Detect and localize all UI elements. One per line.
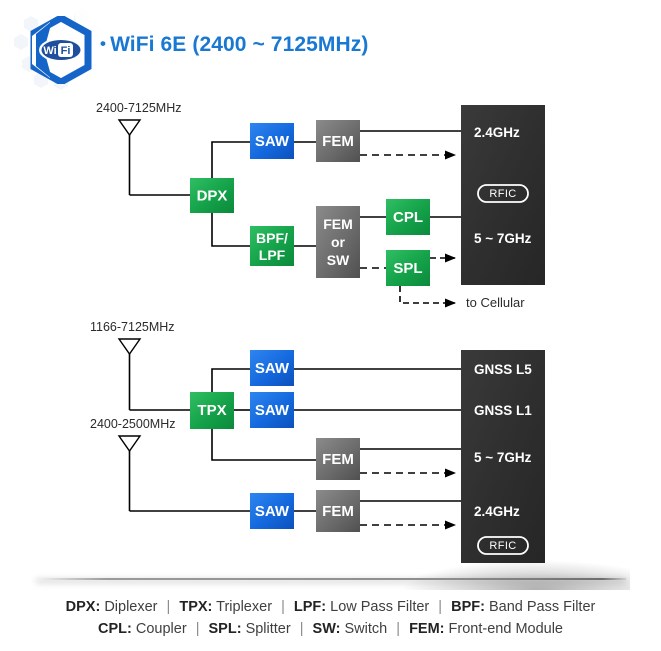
rfic-top-port-0: 2.4GHz — [474, 125, 520, 140]
rfic-top-pill: RFIC — [477, 184, 529, 203]
legend-abbr-bpf: BPF: — [451, 599, 485, 615]
rfic-bottom-pill: RFIC — [477, 536, 529, 555]
legend-term-cpl: Coupler — [135, 621, 187, 638]
legend-row-1: DPX: Diplexer | TPX: Triplexer | LPF: Lo… — [0, 596, 661, 618]
legend-abbr-lpf: LPF: — [293, 599, 327, 615]
block-fem-2-label: FEM — [322, 451, 354, 468]
legend-separator: | — [438, 599, 443, 615]
block-saw-1[interactable]: SAW — [250, 123, 294, 159]
block-spl[interactable]: SPL — [386, 250, 430, 286]
legend-abbr-dpx: DPX: — [65, 599, 101, 615]
wire-dpx-to-bpflpf — [211, 213, 250, 247]
rfic-bottom-port-0: GNSS L5 — [474, 362, 532, 377]
bottom-section: 1166-7125MHz 2400-2500MHz TPX SAW — [90, 320, 545, 563]
to-cellular-label: to Cellular — [466, 295, 525, 310]
rfic-bottom-pill-label: RFIC — [489, 540, 516, 552]
block-bpf-lpf[interactable]: BPF/ LPF — [250, 226, 294, 266]
rfic-bottom-port-3: 2.4GHz — [474, 504, 520, 519]
top-section: 2400-7125MHz DPX SAW FEM — [96, 101, 545, 310]
legend-term-spl: Splitter — [245, 621, 291, 638]
block-dpx-label: DPX — [197, 188, 228, 205]
rfic-top-port-1: 5 ~ 7GHz — [474, 231, 532, 246]
wire-tpx-to-fem2 — [211, 429, 316, 461]
antenna-bottom-icon — [117, 435, 142, 511]
rfic-top-pill-label: RFIC — [489, 188, 516, 200]
legend-term-fem: Front-end Module — [448, 621, 563, 638]
antenna-top-icon — [117, 119, 142, 195]
legend-abbr-spl: SPL: — [208, 621, 242, 638]
block-tpx[interactable]: TPX — [190, 392, 234, 429]
block-fem-or-sw-label-line1: FEM — [323, 216, 353, 232]
block-fem-1-label: FEM — [322, 133, 354, 150]
block-fem-or-sw-label-line3: SW — [327, 252, 350, 268]
block-tpx-label: TPX — [197, 402, 226, 419]
page-header: Wi Fi •WiFi 6E (2400 ~ 7125MHz) — [0, 0, 661, 96]
rfic-bottom-port-1: GNSS L1 — [474, 403, 532, 418]
block-saw-3-label: SAW — [255, 402, 290, 419]
block-fem-1[interactable]: FEM — [316, 120, 360, 162]
block-fem-or-sw-label-line2: or — [331, 234, 346, 250]
block-saw-2[interactable]: SAW — [250, 350, 294, 386]
wire-spl-to-cellular-dashed — [399, 286, 457, 308]
svg-text:Fi: Fi — [61, 45, 71, 57]
legend-term-sw: Switch — [344, 621, 388, 638]
block-cpl[interactable]: CPL — [386, 199, 430, 235]
legend: DPX: Diplexer | TPX: Triplexer | LPF: Lo… — [0, 596, 661, 641]
legend-term-lpf: Low Pass Filter — [330, 599, 430, 615]
legend-term-tpx: Triplexer — [216, 599, 273, 615]
section-divider — [36, 578, 626, 580]
rf-block-diagram: 2400-7125MHz DPX SAW FEM — [90, 101, 545, 563]
block-fem-3-label: FEM — [322, 503, 354, 520]
rfic-top-block[interactable]: 2.4GHz RFIC 5 ~ 7GHz — [461, 105, 545, 285]
block-fem-2[interactable]: FEM — [316, 438, 360, 480]
wifi-hex-icon: Wi Fi — [30, 16, 92, 84]
block-fem-3[interactable]: FEM — [316, 490, 360, 532]
legend-row-2: CPL: Coupler | SPL: Splitter | SW: Switc… — [0, 618, 661, 640]
block-saw-4[interactable]: SAW — [250, 493, 294, 529]
antenna-bottom-label: 2400-2500MHz — [90, 417, 175, 431]
svg-text:Wi: Wi — [43, 45, 56, 57]
legend-abbr-sw: SW: — [312, 621, 341, 638]
block-bpf-lpf-label-line2: LPF — [259, 247, 286, 263]
antenna-top-label: 2400-7125MHz — [96, 101, 181, 115]
block-saw-4-label: SAW — [255, 503, 290, 520]
legend-abbr-fem: FEM: — [409, 621, 445, 638]
legend-abbr-cpl: CPL: — [98, 621, 132, 638]
block-bpf-lpf-label-line1: BPF/ — [256, 230, 288, 246]
legend-separator: | — [166, 599, 171, 615]
wire-tpx-to-saw2 — [211, 368, 250, 392]
rfic-bottom-block[interactable]: GNSS L5 GNSS L1 5 ~ 7GHz 2.4GHz RFIC — [461, 350, 545, 563]
wifi-badge-icon: Wi Fi — [39, 38, 83, 62]
block-spl-label: SPL — [393, 260, 422, 277]
legend-separator: | — [299, 621, 304, 638]
legend-term-dpx: Diplexer — [104, 599, 158, 615]
wire-dpx-to-saw1 — [211, 141, 250, 178]
block-cpl-label: CPL — [393, 209, 423, 226]
page-title: •WiFi 6E (2400 ~ 7125MHz) — [100, 33, 368, 57]
legend-separator: | — [281, 599, 285, 615]
legend-term-bpf: Band Pass Filter — [488, 599, 596, 615]
title-text: WiFi 6E (2400 ~ 7125MHz) — [110, 33, 369, 56]
block-dpx[interactable]: DPX — [190, 178, 234, 213]
antenna-mid-icon — [117, 338, 142, 410]
legend-separator: | — [396, 621, 401, 638]
block-saw-2-label: SAW — [255, 360, 290, 377]
wifi-logo: Wi Fi — [14, 8, 108, 92]
legend-abbr-tpx: TPX: — [179, 599, 213, 615]
legend-separator: | — [195, 621, 200, 638]
block-saw-1-label: SAW — [255, 133, 290, 150]
block-fem-or-sw[interactable]: FEM or SW — [316, 206, 360, 278]
rfic-bottom-port-2: 5 ~ 7GHz — [474, 450, 532, 465]
block-saw-3[interactable]: SAW — [250, 392, 294, 428]
title-bullet-icon: • — [100, 34, 107, 53]
antenna-mid-label: 1166-7125MHz — [90, 320, 175, 334]
